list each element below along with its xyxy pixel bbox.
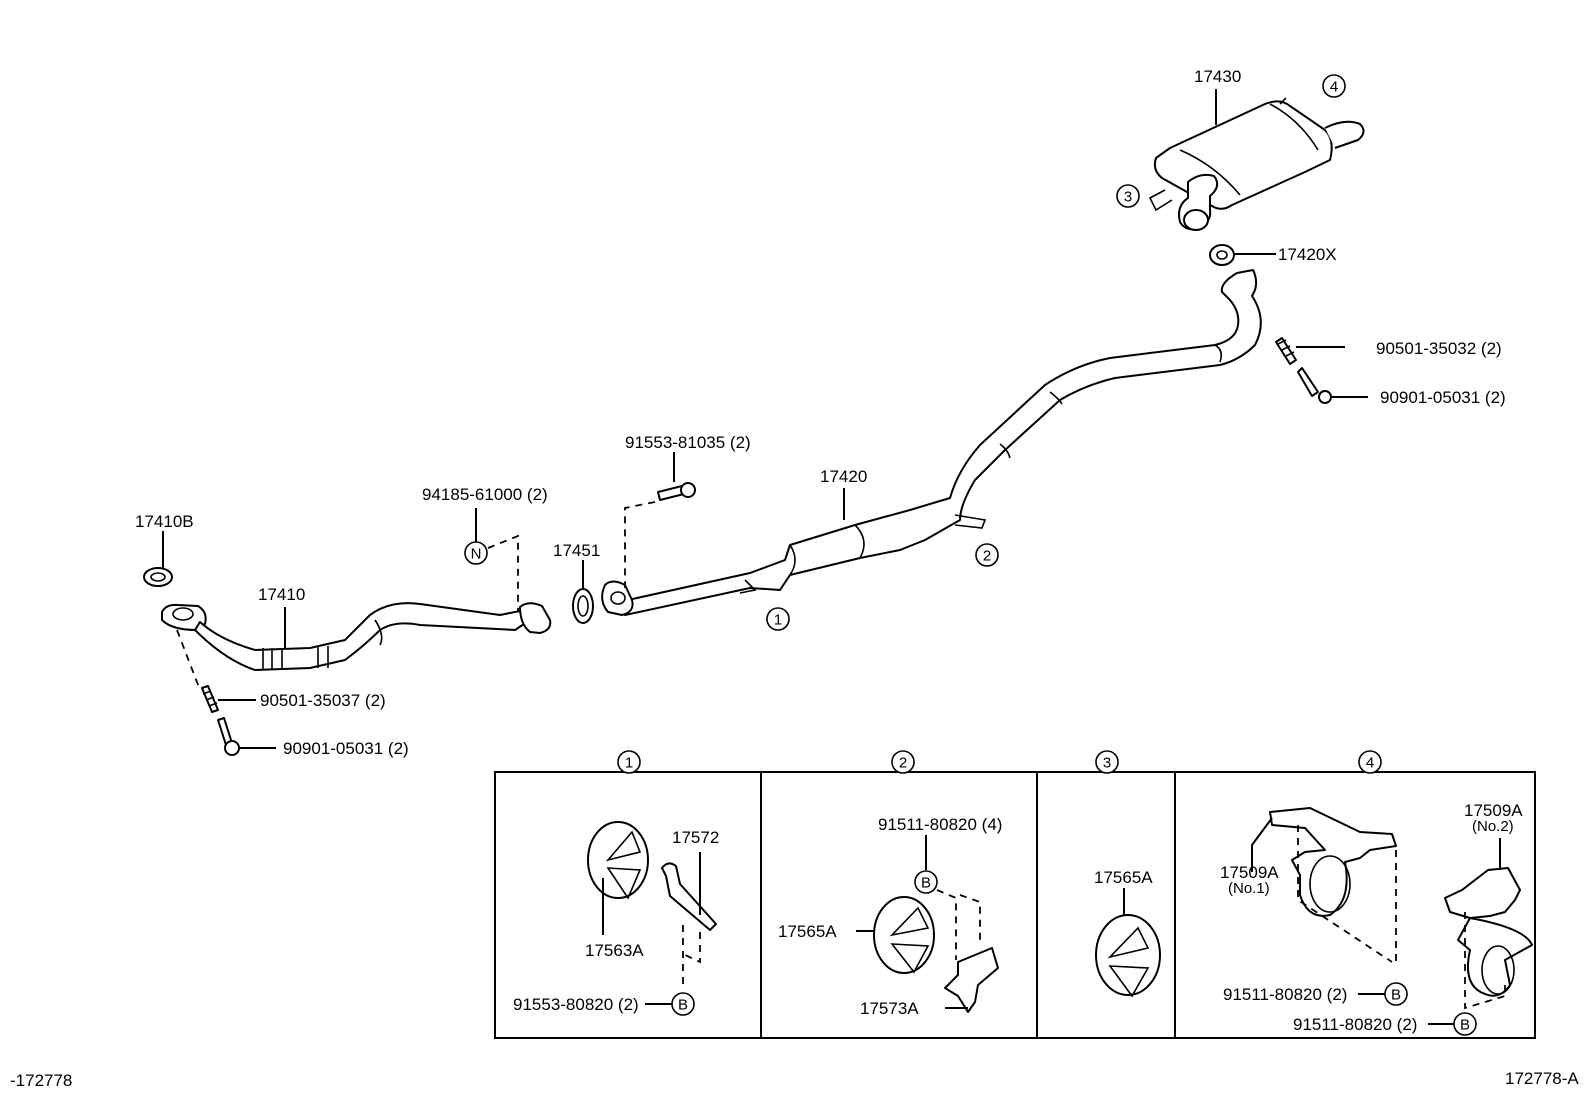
insulator-17563a-drawing — [587, 821, 649, 900]
detail-1-id: 1 — [625, 755, 633, 772]
callout-1-main: 1 — [766, 607, 790, 631]
label-94185-61000: 94185-61000 (2) — [422, 485, 548, 504]
b-text-3: B — [1391, 987, 1401, 1004]
insulator-17565a-box2-drawing — [873, 896, 935, 974]
detail-4-header: 4 — [1358, 750, 1382, 774]
label-90901-05031-rear: 90901-05031 (2) — [1380, 388, 1506, 407]
support-no1-drawing — [1269, 807, 1397, 917]
label-17565a-box3: 17565A — [1094, 868, 1153, 887]
label-91553-81035: 91553-81035 (2) — [625, 433, 751, 452]
b-text-1: B — [678, 997, 688, 1014]
bolt-callout-b-3: B — [1384, 982, 1408, 1006]
label-90501-35032: 90501-35032 (2) — [1376, 339, 1502, 358]
detail-2-id: 2 — [899, 755, 907, 772]
front-pipe-drawing — [161, 602, 552, 671]
spring-front-drawing — [201, 685, 219, 713]
label-91511-80820-2b: 91511-80820 (2) — [1293, 1015, 1417, 1034]
label-17572: 17572 — [672, 828, 719, 847]
figure-id-left: -172778 — [10, 1071, 72, 1090]
callout-3-top: 3 — [1116, 184, 1140, 208]
bracket-17572-drawing — [661, 862, 717, 931]
bolt-center-drawing — [657, 482, 696, 501]
gasket-17451-drawing — [572, 588, 594, 624]
callout-2-main: 2 — [975, 543, 999, 567]
nut-callout: N — [464, 541, 488, 565]
gasket-17410b-drawing — [143, 567, 173, 587]
support-no2-drawing — [1444, 867, 1533, 997]
label-91511-80820-4: 91511-80820 (4) — [878, 815, 1002, 834]
tail-muffler-drawing — [1148, 97, 1365, 231]
label-17410b: 17410B — [135, 512, 194, 531]
bolt-callout-b-4: B — [1453, 1012, 1477, 1036]
label-17509a-no2-sub: (No.2) — [1472, 818, 1514, 835]
callout-4-text: 4 — [1330, 79, 1338, 96]
label-17509a-no1: 17509A — [1220, 863, 1279, 882]
bolt-front-drawing — [217, 717, 240, 756]
label-17509a-no2: 17509A — [1464, 801, 1523, 820]
insulator-17565a-box3-drawing — [1095, 914, 1161, 998]
detail-frame — [494, 771, 1536, 1039]
spring-rear-drawing — [1275, 337, 1297, 365]
label-17430: 17430 — [1194, 67, 1241, 86]
callout-1-text: 1 — [774, 612, 782, 629]
label-17420: 17420 — [820, 467, 867, 486]
detail-1-header: 1 — [617, 750, 641, 774]
label-91553-80820: 91553-80820 (2) — [513, 995, 639, 1014]
callout-2-text: 2 — [983, 548, 991, 565]
label-17563a: 17563A — [585, 941, 644, 960]
detail-3-id: 3 — [1103, 755, 1111, 772]
bolt-callout-b-1: B — [671, 992, 695, 1016]
detail-2-header: 2 — [891, 750, 915, 774]
label-17420x: 17420X — [1278, 245, 1337, 264]
label-17565a-box2: 17565A — [778, 922, 837, 941]
figure-id-right: 172778-A — [1505, 1069, 1579, 1088]
detail-4-id: 4 — [1366, 755, 1374, 772]
callout-4-top: 4 — [1322, 74, 1346, 98]
label-91511-80820-2a: 91511-80820 (2) — [1223, 985, 1347, 1004]
label-90901-05031-front: 90901-05031 (2) — [283, 739, 409, 758]
detail-3-header: 3 — [1095, 750, 1119, 774]
b-text-4: B — [1460, 1017, 1470, 1034]
b-text-2: B — [921, 875, 931, 892]
label-90501-35037: 90501-35037 (2) — [260, 691, 386, 710]
bracket-17573a-drawing — [944, 947, 999, 1013]
label-17509a-no1-sub: (No.1) — [1228, 880, 1270, 897]
label-17451: 17451 — [553, 541, 600, 560]
label-17573a: 17573A — [860, 999, 919, 1018]
bolt-callout-b-2: B — [914, 870, 938, 894]
callout-3-text: 3 — [1124, 189, 1132, 206]
gasket-17420x-drawing — [1209, 244, 1235, 266]
bolt-rear-drawing — [1297, 367, 1332, 404]
label-17410: 17410 — [258, 585, 305, 604]
center-pipe-drawing — [601, 269, 1262, 616]
nut-callout-text: N — [471, 546, 482, 563]
